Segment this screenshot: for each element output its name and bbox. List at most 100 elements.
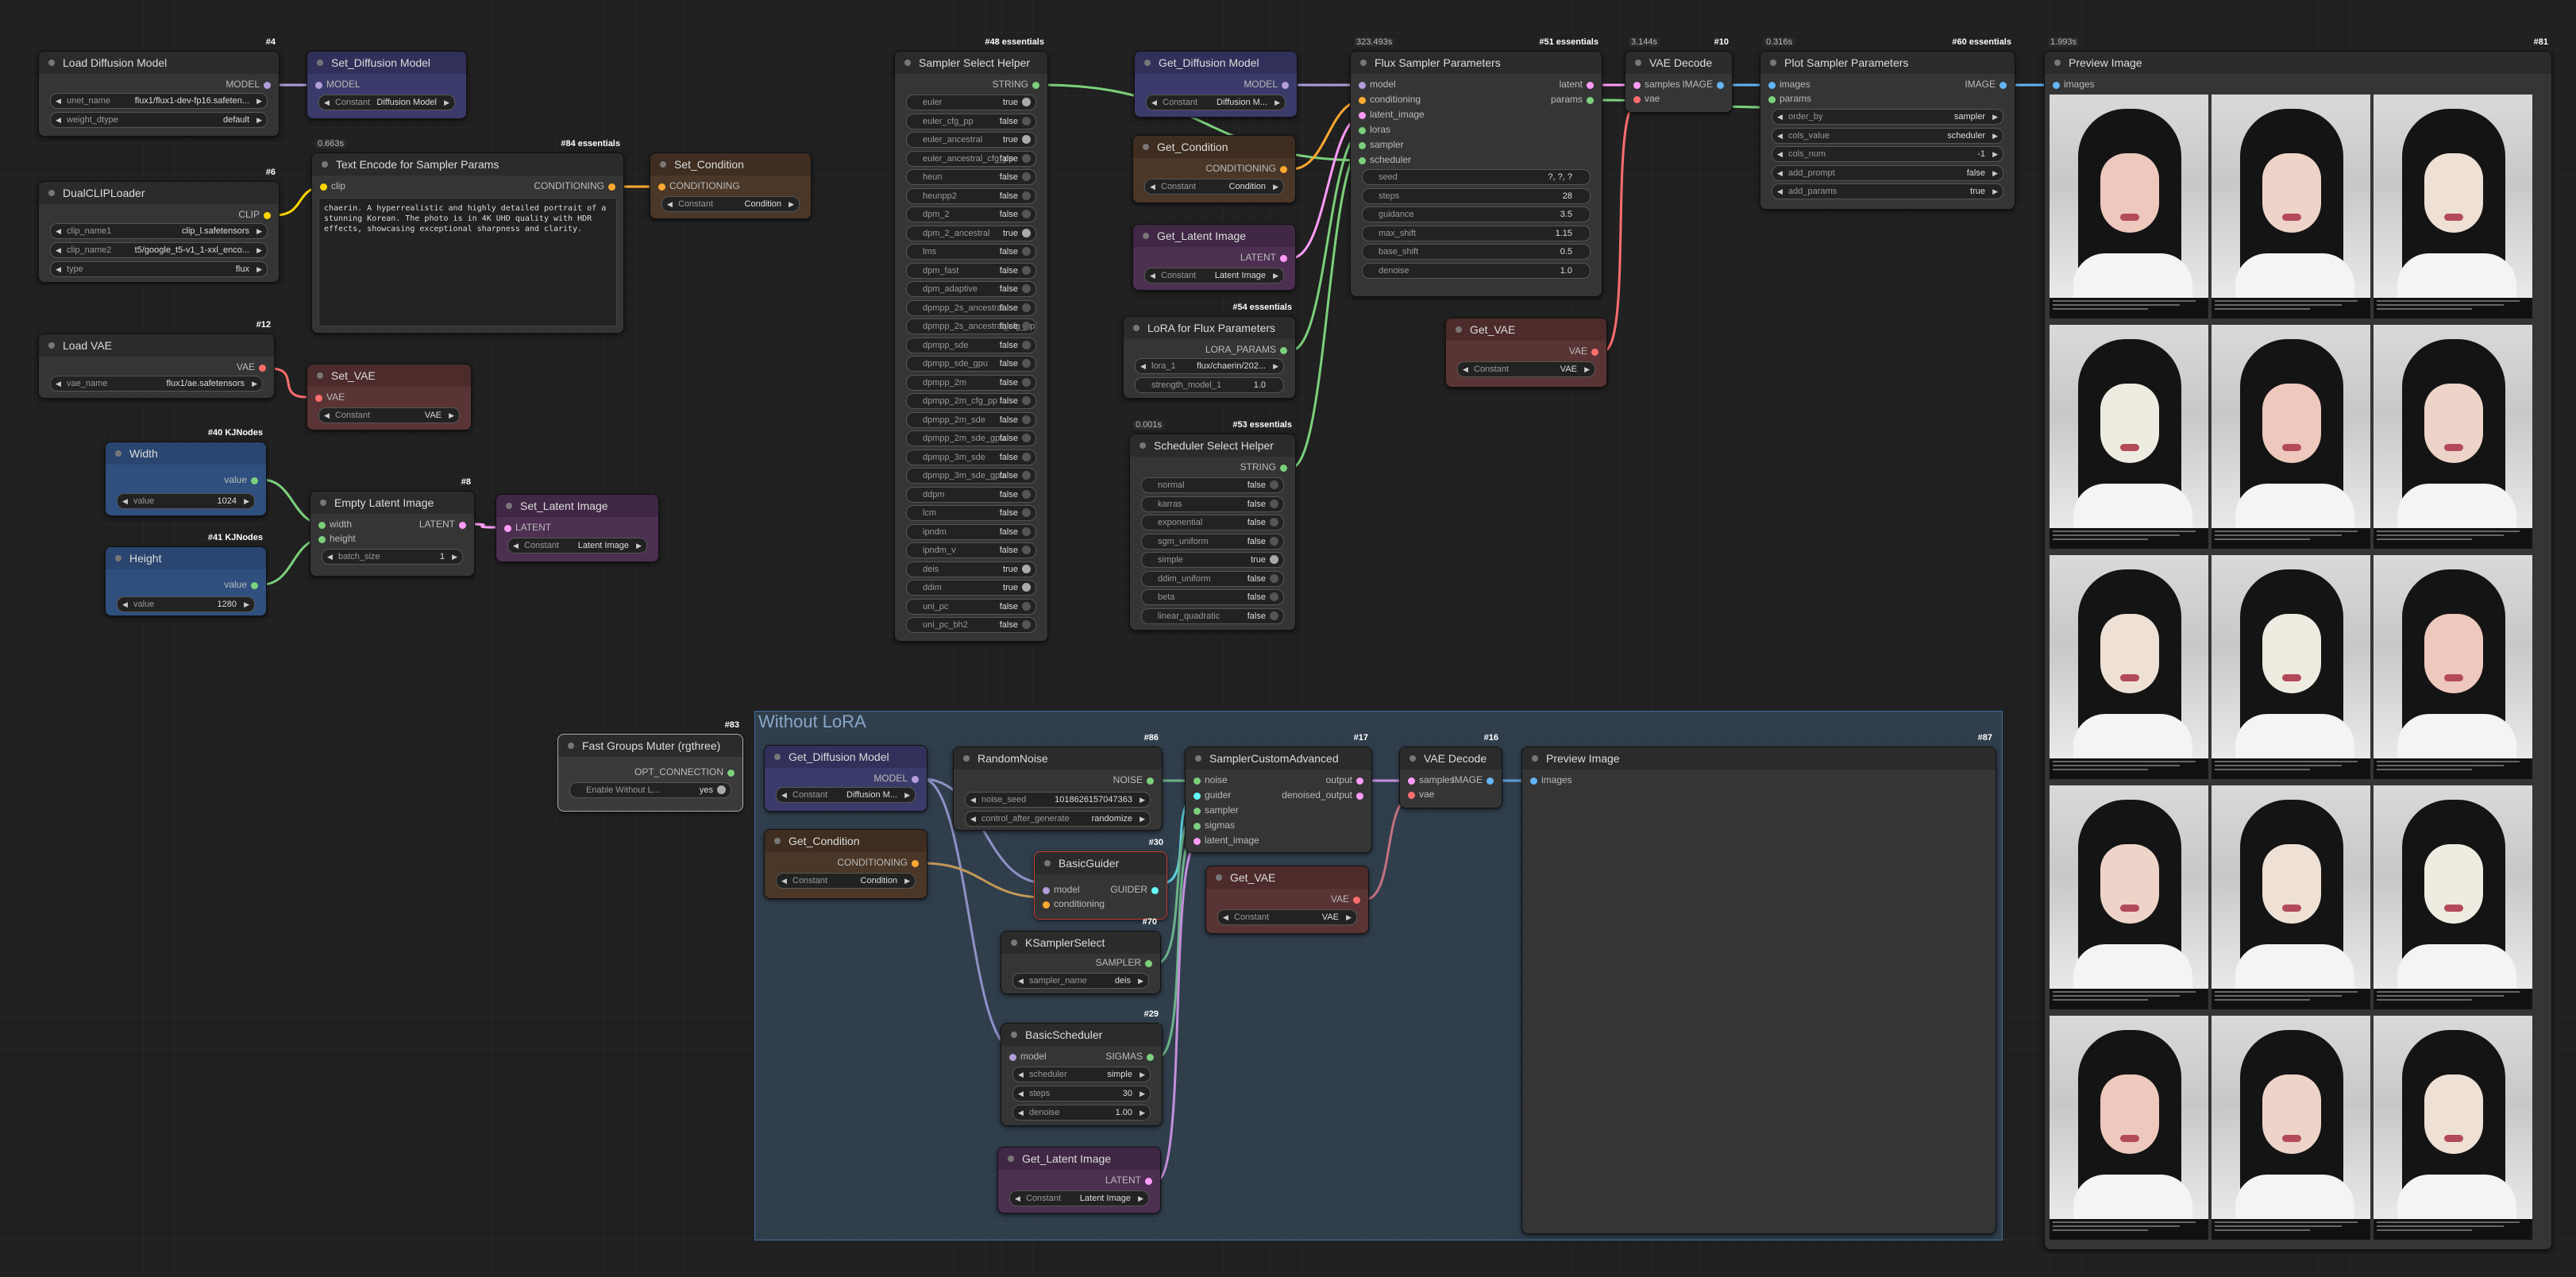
- node-title[interactable]: BasicScheduler: [1001, 1024, 1162, 1046]
- toggle-icon[interactable]: [1022, 135, 1031, 144]
- input-socket-icon[interactable]: [1043, 887, 1050, 894]
- input-socket-icon[interactable]: [1768, 82, 1776, 89]
- input-socket-icon[interactable]: [1194, 808, 1201, 815]
- toggle-icon[interactable]: [1022, 546, 1031, 554]
- node-title[interactable]: Load VAE: [39, 334, 274, 357]
- arrow-right-icon[interactable]: ▶: [1140, 1090, 1145, 1098]
- output-socket-icon[interactable]: [727, 770, 735, 777]
- toggle-icon[interactable]: [1022, 228, 1031, 237]
- output-slot[interactable]: VAE: [237, 361, 266, 372]
- widget-combo[interactable]: ◀cols_num-1▶: [1772, 146, 2003, 162]
- input-socket-icon[interactable]: [1633, 82, 1641, 89]
- arrow-left-icon[interactable]: ◀: [1018, 977, 1024, 985]
- arrow-left-icon[interactable]: ◀: [122, 600, 128, 608]
- input-socket-icon[interactable]: [1194, 777, 1201, 785]
- toggle-icon[interactable]: [717, 785, 726, 794]
- toggle-icon[interactable]: [1270, 555, 1278, 564]
- output-socket-icon[interactable]: [1587, 97, 1594, 104]
- arrow-right-icon[interactable]: ▶: [1138, 1194, 1143, 1202]
- arrow-right-icon[interactable]: ▶: [904, 791, 910, 799]
- arrow-right-icon[interactable]: ▶: [256, 116, 262, 124]
- output-slot[interactable]: GUIDER: [1110, 884, 1159, 895]
- output-socket-icon[interactable]: [1147, 777, 1154, 785]
- node-title[interactable]: Set_Diffusion Model: [307, 52, 466, 74]
- input-socket-icon[interactable]: [1408, 792, 1415, 799]
- arrow-left-icon[interactable]: ◀: [1150, 183, 1155, 191]
- output-slot[interactable]: CLIP: [238, 209, 271, 220]
- toggle-icon[interactable]: [1022, 620, 1031, 629]
- arrow-right-icon[interactable]: ▶: [444, 98, 449, 106]
- output-slot[interactable]: denoised_output: [1282, 789, 1363, 801]
- preview-thumbnail[interactable]: [2050, 555, 2208, 779]
- output-slot[interactable]: SAMPLER: [1096, 957, 1152, 968]
- toggle-icon[interactable]: [1022, 527, 1031, 536]
- arrow-left-icon[interactable]: ◀: [970, 796, 976, 804]
- arrow-right-icon[interactable]: ▶: [252, 380, 257, 388]
- input-slot[interactable]: MODEL: [315, 79, 361, 90]
- arrow-right-icon[interactable]: ▶: [636, 542, 642, 550]
- input-slot[interactable]: latent_image: [1359, 109, 1425, 120]
- output-slot[interactable]: latent: [1560, 79, 1594, 90]
- arrow-right-icon[interactable]: ▶: [256, 97, 262, 105]
- output-socket-icon[interactable]: [1356, 793, 1363, 800]
- arrow-left-icon[interactable]: ◀: [1150, 272, 1155, 280]
- node-text-encode[interactable]: Text Encode for Sampler Params#84 essent…: [311, 139, 624, 334]
- toggle-icon[interactable]: [1270, 573, 1278, 583]
- node-title[interactable]: Set_Condition: [650, 153, 811, 176]
- input-socket-icon[interactable]: [1009, 1054, 1016, 1061]
- arrow-left-icon[interactable]: ◀: [970, 815, 976, 823]
- preview-thumbnail[interactable]: [2374, 325, 2532, 549]
- output-slot[interactable]: output: [1326, 774, 1363, 785]
- arrow-right-icon[interactable]: ▶: [1992, 150, 1998, 158]
- output-slot[interactable]: MODEL: [873, 773, 919, 784]
- node-title[interactable]: Get_VAE: [1446, 318, 1606, 341]
- output-slot[interactable]: IMAGE: [1452, 774, 1494, 785]
- arrow-right-icon[interactable]: ▶: [449, 411, 454, 419]
- arrow-left-icon[interactable]: ◀: [56, 265, 61, 273]
- arrow-right-icon[interactable]: ▶: [1140, 1071, 1145, 1078]
- arrow-right-icon[interactable]: ▶: [1273, 183, 1278, 191]
- output-socket-icon[interactable]: [251, 582, 258, 589]
- output-socket-icon[interactable]: [1999, 82, 2007, 89]
- output-socket-icon[interactable]: [264, 82, 271, 89]
- node-title[interactable]: DualCLIPLoader: [39, 182, 279, 204]
- toggle-icon[interactable]: [1022, 116, 1031, 125]
- input-socket-icon[interactable]: [1768, 96, 1776, 103]
- node-title[interactable]: SamplerCustomAdvanced: [1186, 747, 1371, 770]
- input-socket-icon[interactable]: [1194, 823, 1201, 830]
- output-slot[interactable]: IMAGE: [1682, 79, 1724, 90]
- output-socket-icon[interactable]: [1717, 82, 1724, 89]
- arrow-left-icon[interactable]: ◀: [1777, 187, 1783, 195]
